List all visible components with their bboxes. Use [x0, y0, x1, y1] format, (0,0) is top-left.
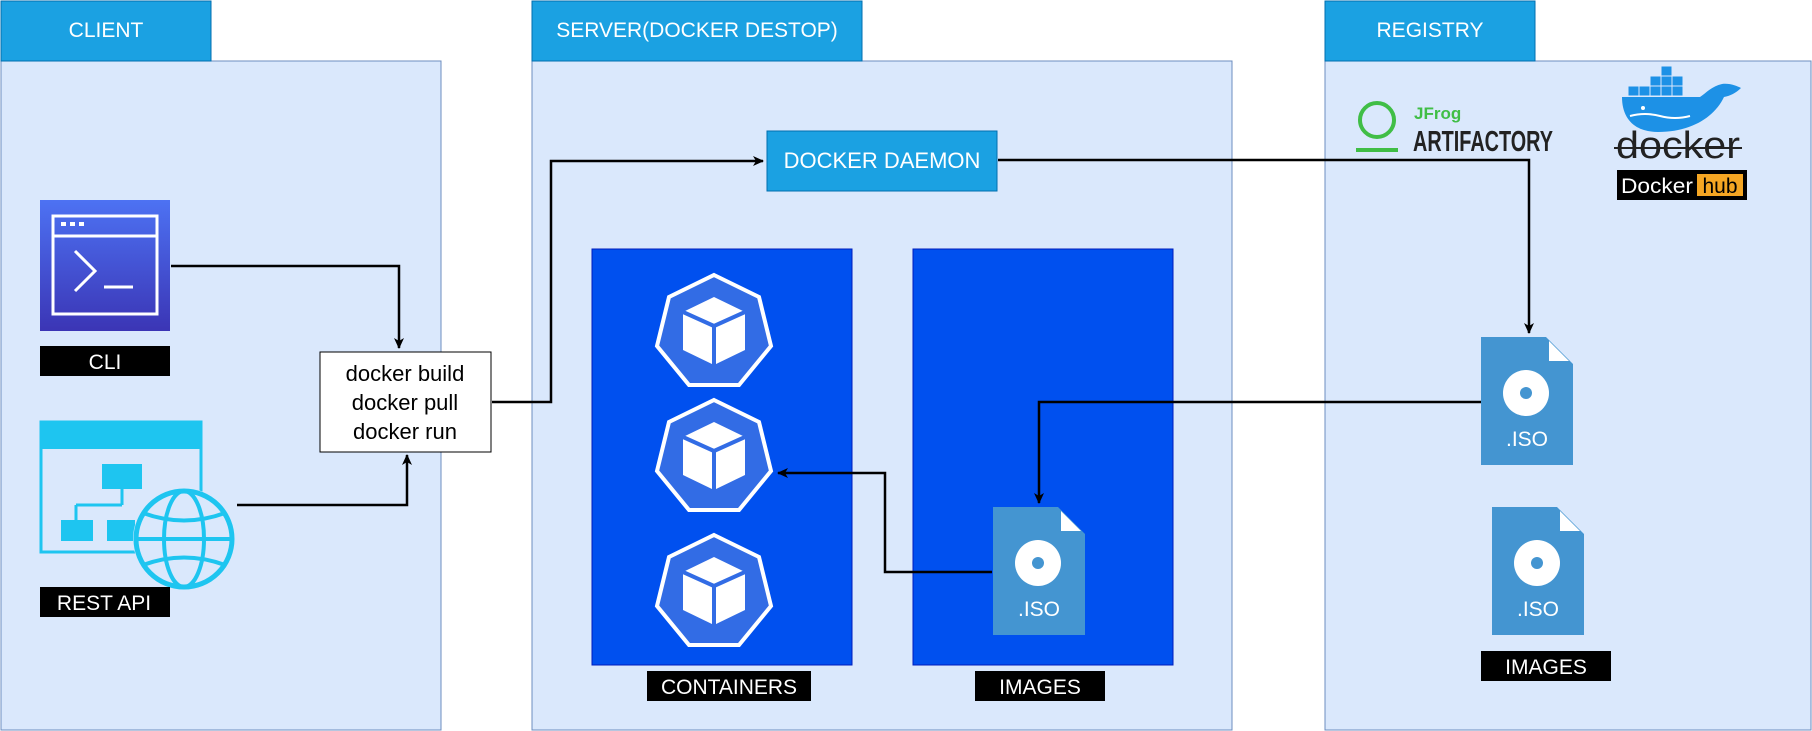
rest-api-label-bg [40, 587, 170, 617]
rest-api-label: REST API [57, 592, 151, 615]
arrow-registry-to-images [1034, 400, 1481, 504]
dockerhub-badge-hub-bg [1697, 174, 1743, 196]
registry-tab [1324, 0, 1536, 62]
rest-api-icon[interactable] [39, 420, 235, 590]
client-title: CLIENT [69, 19, 144, 42]
command-docker-pull: docker pull [352, 390, 458, 415]
server-tab [531, 0, 863, 62]
cli-label-bg [40, 346, 170, 376]
arrow-commands-to-daemon [492, 156, 764, 404]
server-section: SERVER(DOCKER DESTOP) DOCKER DAEMON CONT… [531, 0, 1233, 731]
client-tab [0, 0, 212, 62]
docker-wordmark: docker [1616, 125, 1740, 167]
docker-daemon-box[interactable] [766, 130, 998, 192]
registry-title: REGISTRY [1377, 19, 1484, 42]
server-image-file-label: .ISO [1018, 598, 1060, 621]
docker-whale-icon [1622, 65, 1741, 132]
arrow-daemon-to-registry [998, 158, 1534, 334]
registry-section: REGISTRY JFrog ARTIFACTORY [1324, 0, 1812, 731]
arrow-rest-api-to-commands [237, 454, 412, 507]
connectors [171, 156, 1534, 574]
containers-label: CONTAINERS [661, 676, 797, 699]
cli-label: CLI [89, 351, 122, 374]
terminal-icon[interactable] [40, 200, 170, 331]
globe-icon [133, 488, 235, 590]
command-docker-build: docker build [346, 361, 465, 386]
dockerhub-logo: docker Docker hub [1614, 65, 1747, 200]
client-section: CLIENT CLI [0, 0, 492, 731]
containers-label-bg [647, 671, 811, 701]
registry-images-label: IMAGES [1505, 656, 1587, 679]
registry-image-file-label-2: .ISO [1517, 598, 1559, 621]
arrow-images-to-containers [777, 468, 992, 574]
server-title: SERVER(DOCKER DESTOP) [556, 19, 838, 42]
jfrog-brand-text: JFrog [1414, 104, 1461, 123]
command-docker-run: docker run [353, 419, 457, 444]
arrow-cli-to-commands [171, 264, 404, 349]
jfrog-artifactory-logo: JFrog ARTIFACTORY [1356, 101, 1553, 158]
images-label-bg [975, 671, 1105, 701]
commands-box: docker build docker pull docker run [319, 351, 492, 453]
dockerhub-badge-left: Docker [1621, 175, 1693, 198]
registry-images-label-bg [1481, 651, 1611, 681]
docker-daemon-label: DOCKER DAEMON [784, 148, 981, 173]
jfrog-ring-icon [1358, 101, 1396, 139]
registry-image-file-label-1: .ISO [1506, 428, 1548, 451]
dockerhub-badge-right: hub [1702, 175, 1737, 198]
artifactory-text: ARTIFACTORY [1413, 126, 1553, 158]
images-label: IMAGES [999, 676, 1081, 699]
